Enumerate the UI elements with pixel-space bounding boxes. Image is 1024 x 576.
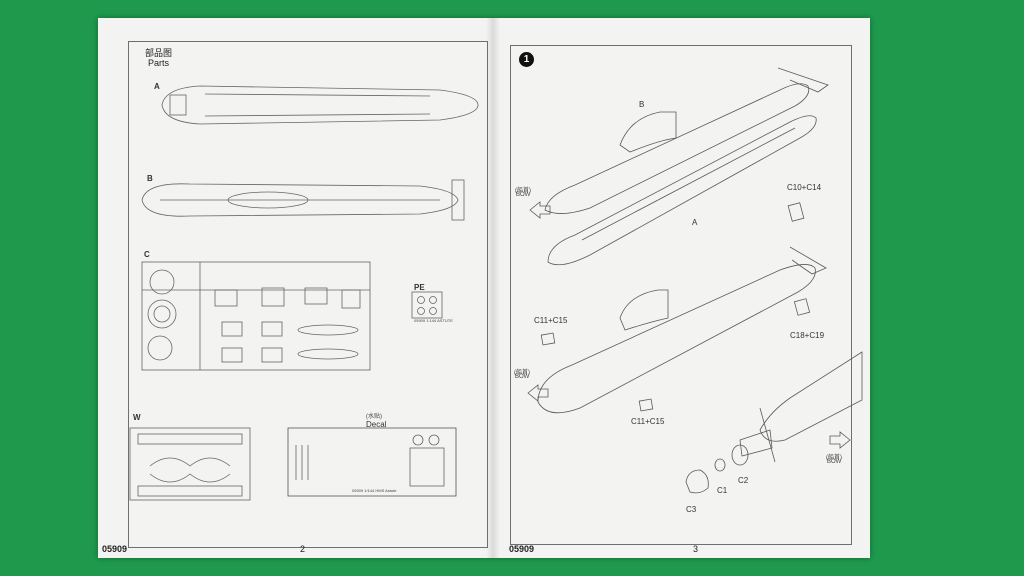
hull-half-a-drawing <box>547 115 817 266</box>
label-c11-c15-top: C11+C15 <box>534 316 568 325</box>
bow-label-cn-1: (船首) <box>515 188 531 194</box>
bow-arrow-1 <box>529 201 551 219</box>
part-label-b: B <box>147 174 153 183</box>
right-page-number: 3 <box>693 544 699 554</box>
assembled-hull-drawing <box>537 264 816 414</box>
decal-label-cn: (水贴) <box>366 414 382 420</box>
bow-label-1: BOW <box>516 192 531 198</box>
label-c1: C1 <box>717 486 728 495</box>
parts-title-cn: 部品图 <box>145 48 173 58</box>
stern-section-drawing <box>759 351 863 442</box>
part-label-w: W <box>133 413 141 422</box>
step-number-badge: 1 <box>519 52 534 67</box>
label-b: B <box>639 100 645 109</box>
decal-sheet-drawing <box>287 427 457 497</box>
label-c2: C2 <box>738 476 749 485</box>
part-a-hull-drawing <box>161 85 479 125</box>
bow-label-cn-3: (船首) <box>826 455 842 461</box>
sprue-c-drawing <box>141 261 371 371</box>
bow-label-3: BOW <box>827 459 842 465</box>
label-c3: C3 <box>686 505 697 514</box>
part-label-pe: PE <box>414 283 425 292</box>
decal-label: Decal <box>366 420 387 429</box>
parts-page-frame <box>128 41 488 548</box>
right-product-code: 05909 <box>509 544 535 554</box>
assembly-page-frame <box>510 45 852 545</box>
part-b-hull-drawing <box>141 183 459 217</box>
page-fold <box>486 18 500 558</box>
pe-fret-drawing <box>411 291 443 319</box>
label-c18-c19: C18+C19 <box>790 331 825 340</box>
bow-label-2: BOW <box>515 374 530 380</box>
bow-arrow-3 <box>829 431 851 449</box>
decal-note: 05909 1/144 HMS Astute <box>352 488 397 493</box>
left-page-number: 2 <box>300 544 306 554</box>
parts-title-en: Parts <box>148 58 170 68</box>
bow-arrow-2 <box>527 384 549 402</box>
sprue-w-drawing <box>129 427 251 501</box>
hull-half-b-drawing <box>544 83 810 214</box>
part-label-a: A <box>154 82 160 91</box>
left-product-code: 05909 <box>102 544 128 554</box>
label-c10-c14: C10+C14 <box>787 183 822 192</box>
label-a: A <box>692 218 698 227</box>
bow-label-cn-2: (船首) <box>514 370 530 376</box>
part-label-c: C <box>144 250 150 259</box>
pe-note: 05909 1:144 ASTUTE <box>414 318 453 323</box>
label-c11-c15-bottom: C11+C15 <box>631 417 665 426</box>
